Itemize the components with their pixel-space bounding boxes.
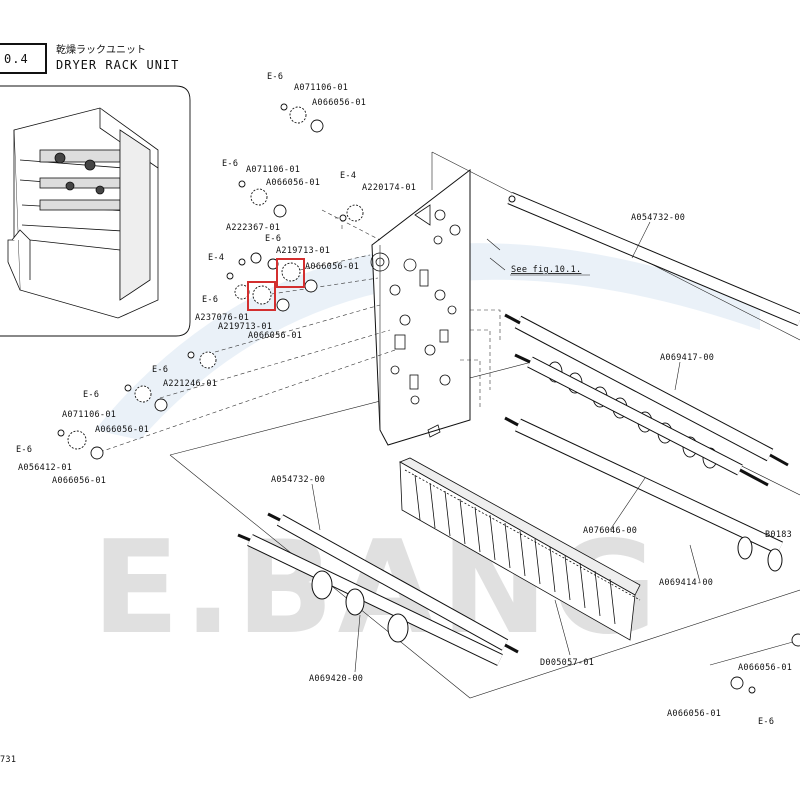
highlight-box <box>247 281 276 311</box>
inset-machine-drawing <box>7 107 159 319</box>
roller-a069420 <box>237 533 503 666</box>
label-e6-f: E-6 <box>83 390 99 400</box>
gear-icon <box>252 285 272 305</box>
roller-a069414 <box>504 416 783 572</box>
gear-icon <box>199 351 217 369</box>
dash-lines <box>99 209 501 453</box>
e-ring-icon <box>57 429 65 437</box>
roller-a069417 <box>504 313 789 467</box>
label-a054732-lower: A054732-00 <box>271 475 325 485</box>
bushing-icon <box>154 398 168 412</box>
label-a069420: A069420-00 <box>309 674 363 684</box>
bushing-icon <box>273 204 287 218</box>
e-ring-icon <box>187 351 195 359</box>
bushing-icon <box>310 119 324 133</box>
label-a069417: A069417-00 <box>660 353 714 363</box>
label-a066056-b: A066056-01 <box>266 178 320 188</box>
gear-icon <box>250 188 268 206</box>
title-en: DRYER RACK UNIT <box>56 58 179 72</box>
e-ring-icon <box>238 180 246 188</box>
label-a076046: A076046-00 <box>583 526 637 536</box>
bushing-icon <box>90 446 104 460</box>
label-a069414: A069414-00 <box>659 578 713 588</box>
label-a066056-e: A066056-01 <box>95 425 149 435</box>
label-e6-a: E-6 <box>267 72 283 82</box>
label-a220174: A220174-01 <box>362 183 416 193</box>
highlight-boxes <box>247 258 305 311</box>
rollers <box>237 192 800 666</box>
label-a054732-top: A054732-00 <box>631 213 685 223</box>
washer-icon <box>250 252 262 264</box>
bushing-icon <box>791 633 800 647</box>
label-e6-c: E-6 <box>265 234 281 244</box>
label-e4-a: E-4 <box>340 171 356 181</box>
e-ring-icon <box>339 214 347 222</box>
roller-a054732-lower <box>267 512 519 654</box>
label-a071106-c: A071106-01 <box>62 410 116 420</box>
roller-a054732-top <box>507 192 800 326</box>
highlight-box <box>276 258 305 288</box>
label-a219713-a: A219713-01 <box>276 246 330 256</box>
gear-icon <box>67 430 87 450</box>
label-a066056-g: A066056-01 <box>738 663 792 673</box>
rack-comb <box>399 457 641 641</box>
gear-icon <box>281 262 301 282</box>
gear-icon <box>289 106 307 124</box>
label-a066056-h: A066056-01 <box>667 709 721 719</box>
label-e6-h: E-6 <box>758 717 774 727</box>
section-number-box <box>0 43 47 74</box>
label-d005057: D005057-01 <box>540 658 594 668</box>
label-e4-b: E-4 <box>208 253 224 263</box>
bushing-icon <box>730 676 744 690</box>
gears <box>57 103 800 694</box>
section-number: 0.4 <box>4 52 29 66</box>
label-a066056-f: A066056-01 <box>52 476 106 486</box>
e-ring-icon <box>238 258 246 266</box>
bushing-icon <box>276 298 290 312</box>
part-labels: E-6 A071106-01 A066056-01 E-6 A071106-01… <box>0 72 792 765</box>
roller-mid <box>514 353 769 487</box>
label-e6-b: E-6 <box>222 159 238 169</box>
label-a222367: A222367-01 <box>226 223 280 233</box>
label-a066056-a: A066056-01 <box>312 98 366 108</box>
reference-note: See fig.10.1. <box>511 265 581 275</box>
label-b0183: B0183 <box>765 530 792 540</box>
label-a056412: A056412-01 <box>18 463 72 473</box>
page-footer: 731 <box>0 755 16 765</box>
label-a071106-a: A071106-01 <box>294 83 348 93</box>
label-a066056-d: A066056-01 <box>248 331 302 341</box>
label-leaders <box>311 221 701 673</box>
header: 0.4 乾燥ラックユニット DRYER RACK UNIT <box>0 43 179 74</box>
label-a221246: A221246-01 <box>163 379 217 389</box>
e-ring-icon <box>748 686 756 694</box>
title-jp: 乾燥ラックユニット <box>56 43 146 56</box>
label-a071106-b: A071106-01 <box>246 165 300 175</box>
bushing-icon <box>304 279 318 293</box>
inset-frame <box>0 85 191 337</box>
e-ring-icon <box>124 384 132 392</box>
e-ring-icon <box>226 272 234 280</box>
gear-icon <box>234 284 250 300</box>
label-e6-e: E-6 <box>152 365 168 375</box>
side-frame-plate: See fig.10.1. <box>370 168 590 446</box>
gear-icon <box>346 204 364 222</box>
e-ring-icon <box>280 103 288 111</box>
label-e6-g: E-6 <box>16 445 32 455</box>
label-a237076: A237076-01 <box>195 313 249 323</box>
gear-icon <box>134 385 152 403</box>
label-a066056-c: A066056-01 <box>305 262 359 272</box>
overview-inset <box>0 85 191 337</box>
label-e6-d: E-6 <box>202 295 218 305</box>
label-a219713-b: A219713-01 <box>218 322 272 332</box>
